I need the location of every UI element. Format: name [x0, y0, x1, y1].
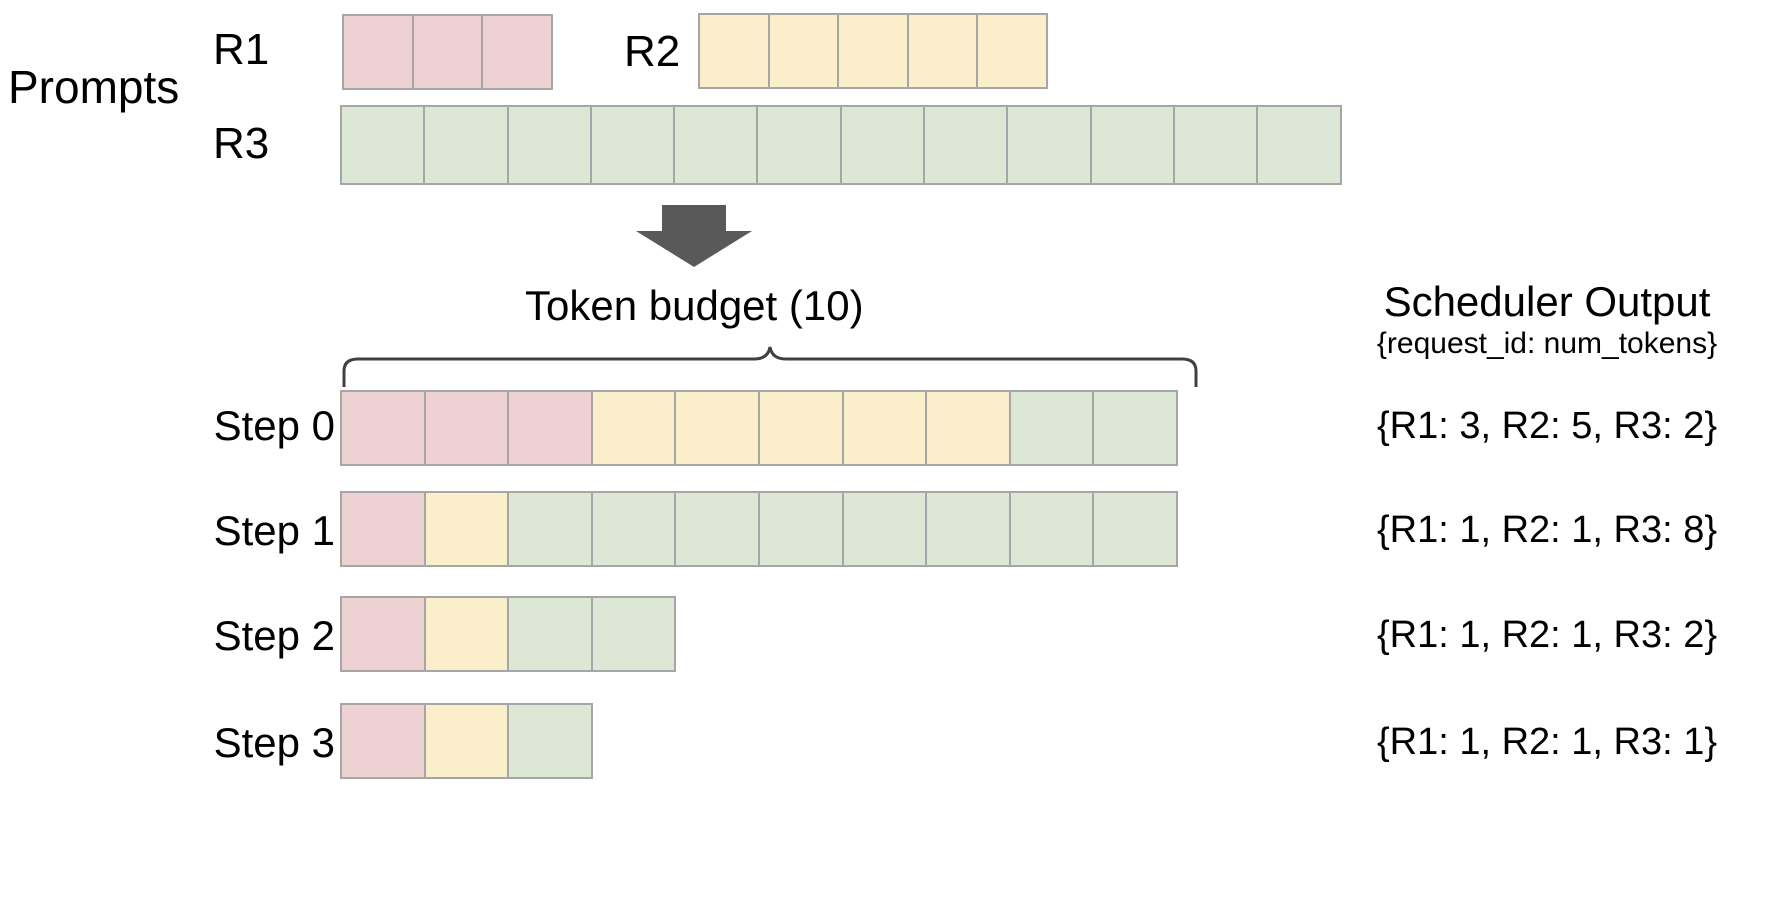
prompt-token-row-r3	[340, 105, 1342, 185]
token-cell	[423, 105, 509, 185]
token-cell	[1256, 105, 1342, 185]
token-cell	[757, 491, 844, 567]
scheduler-output-title: Scheduler Output	[1383, 278, 1711, 325]
token-cell	[423, 491, 510, 567]
request-label-r2: R2	[624, 27, 681, 76]
token-cell	[757, 390, 844, 466]
token-cell	[674, 390, 760, 466]
request-label-r1: R1	[213, 25, 270, 74]
token-cell	[590, 390, 677, 466]
token-cell	[507, 390, 593, 466]
token-cell	[589, 105, 676, 185]
prompt-token-row-r2	[698, 13, 1048, 89]
step-label-3: Step 3	[213, 719, 335, 766]
token-cell	[590, 491, 677, 567]
token-cell	[340, 105, 426, 185]
token-cell	[507, 491, 593, 567]
token-cell	[1172, 105, 1259, 185]
token-cell	[506, 105, 592, 185]
prompts-label: Prompts	[8, 61, 180, 113]
step-token-row-3	[340, 703, 593, 779]
token-cell	[340, 491, 426, 567]
token-cell	[925, 390, 1011, 466]
token-cell	[1089, 105, 1175, 185]
token-budget-title: Token budget (10)	[525, 282, 864, 329]
token-cell	[340, 703, 426, 779]
step-label-2: Step 2	[213, 612, 335, 659]
token-cell	[481, 14, 553, 90]
step-token-row-0	[340, 390, 1178, 466]
token-cell	[423, 596, 510, 672]
token-budget-brace	[340, 345, 1200, 387]
step-token-row-2	[340, 596, 677, 672]
token-cell	[923, 105, 1009, 185]
token-cell	[1092, 491, 1178, 567]
token-cell	[1006, 105, 1092, 185]
token-cell	[1092, 390, 1178, 466]
token-cell	[507, 703, 593, 779]
prompt-token-row-r1	[342, 14, 553, 90]
token-cell	[837, 13, 909, 89]
step-label-0: Step 0	[213, 402, 335, 449]
token-cell	[423, 703, 510, 779]
token-cell	[340, 596, 426, 672]
step-label-1: Step 1	[213, 507, 335, 554]
scheduler-output-row-0: {R1: 3, R2: 5, R3: 2}	[1376, 405, 1718, 447]
token-cell	[674, 491, 760, 567]
token-cell	[841, 491, 928, 567]
scheduler-output-row-2: {R1: 1, R2: 1, R3: 2}	[1376, 614, 1718, 656]
token-cell	[925, 491, 1011, 567]
token-cell	[342, 14, 414, 90]
down-arrow-icon	[636, 205, 752, 267]
scheduler-output-subtitle: {request_id: num_tokens}	[1376, 327, 1718, 360]
token-cell	[841, 390, 928, 466]
token-cell	[590, 596, 677, 672]
token-cell	[673, 105, 759, 185]
token-cell	[906, 13, 978, 89]
token-cell	[839, 105, 926, 185]
token-cell	[1008, 390, 1095, 466]
token-cell	[698, 13, 770, 89]
scheduler-output-row-3: {R1: 1, R2: 1, R3: 1}	[1376, 721, 1718, 763]
scheduler-output-row-1: {R1: 1, R2: 1, R3: 8}	[1376, 509, 1718, 551]
token-cell	[1008, 491, 1095, 567]
token-cell	[507, 596, 593, 672]
token-cell	[411, 14, 483, 90]
token-cell	[767, 13, 839, 89]
token-cell	[423, 390, 510, 466]
step-token-row-1	[340, 491, 1178, 567]
request-label-r3: R3	[213, 119, 270, 168]
token-cell	[976, 13, 1048, 89]
token-cell	[756, 105, 842, 185]
token-cell	[340, 390, 426, 466]
